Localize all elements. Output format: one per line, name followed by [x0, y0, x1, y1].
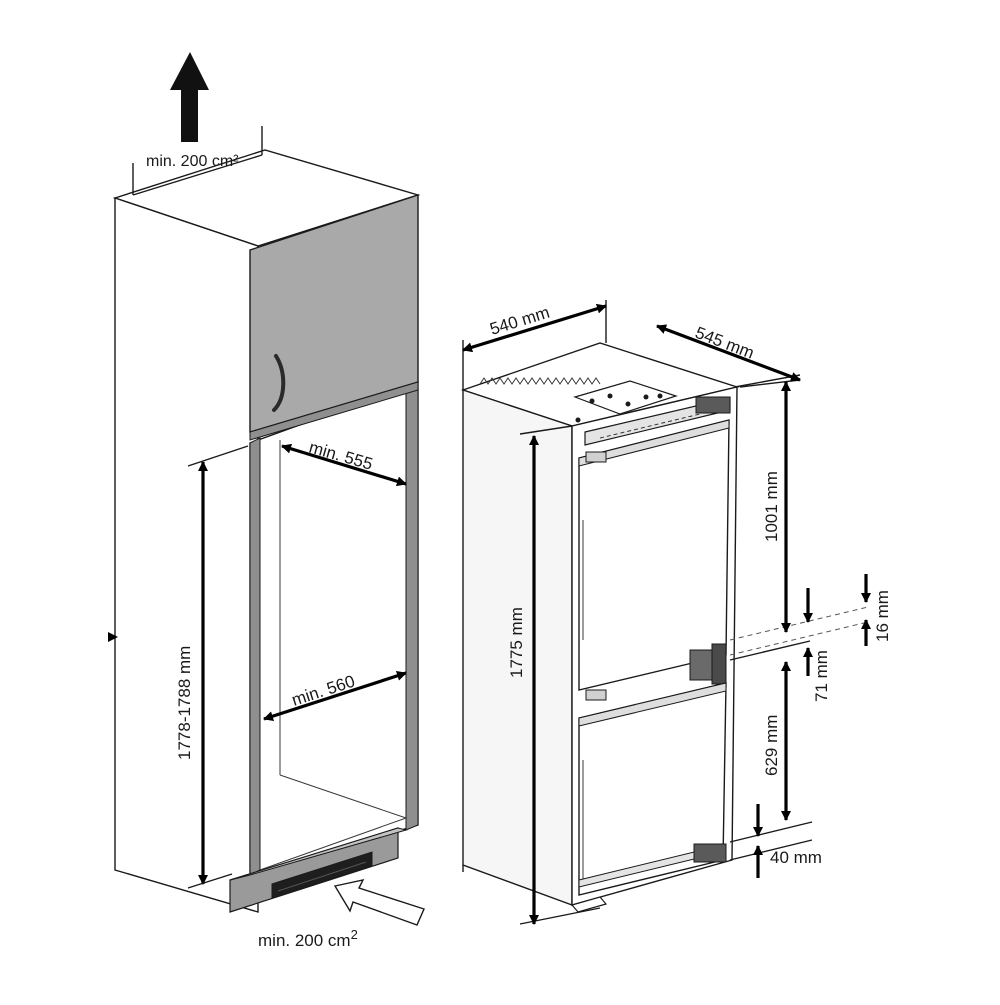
niche-height-ext-top — [187, 445, 249, 467]
top-mounting-plate — [573, 380, 678, 415]
ext-line-height-top — [519, 425, 573, 435]
top-hinge — [695, 396, 731, 414]
control-strip-detail — [599, 413, 701, 439]
ext-line-40-bottom — [729, 839, 813, 861]
bottom-hinge — [693, 843, 727, 863]
top-vent-fins — [479, 377, 601, 385]
niche-frame-left — [249, 437, 261, 876]
upper-door-bracket — [585, 451, 607, 463]
screw-hole — [607, 393, 613, 399]
gap-16-label: 16 mm — [873, 590, 892, 642]
vent-bottom-text: min. 200 cm — [258, 931, 351, 950]
niche-width-bottom-dimension — [263, 671, 407, 721]
door-handle — [272, 354, 286, 412]
niche-floor-front — [259, 817, 407, 871]
lower-door-label: 629 mm — [762, 715, 781, 776]
plinth-vent-grille — [271, 851, 373, 899]
middle-hinge-pin — [711, 643, 727, 685]
lower-door-top-rail — [578, 682, 727, 727]
appliance-base — [570, 896, 608, 913]
lower-door-bracket — [585, 689, 607, 701]
appliance-depth-dimension — [656, 324, 801, 382]
ext-line-gap-upper — [729, 606, 869, 641]
niche-frame-right — [405, 381, 419, 831]
plinth-top — [229, 827, 408, 881]
niche-height-ext-bottom — [187, 873, 233, 889]
appliance-depth-label: 545 mm — [693, 323, 757, 363]
ext-line-gap-lower — [729, 621, 869, 656]
appliance-width-dimension — [462, 303, 607, 353]
plinth-vent-slot — [277, 861, 367, 892]
screw-hole — [657, 393, 663, 399]
vent-top-ext-base — [132, 154, 263, 196]
airflow-inlet-arrow-icon — [333, 879, 425, 926]
gap-40-label: 40 mm — [770, 848, 822, 867]
screw-hole — [643, 394, 649, 400]
screw-hole — [625, 401, 631, 407]
vent-bottom-superscript: 2 — [351, 927, 358, 942]
airflow-up-arrow-icon — [170, 52, 209, 142]
ext-line-40-top — [729, 821, 813, 843]
screw-hole — [575, 417, 581, 423]
screw-hole — [589, 398, 595, 404]
ext-line-height-bottom — [519, 907, 601, 925]
wall-cabinet-bottom — [249, 381, 419, 441]
upper-door-label: 1001 mm — [762, 471, 781, 542]
vent-top-label: min. 200 cm² — [146, 153, 239, 170]
niche-floor-edge — [279, 774, 407, 819]
niche-height-label: 1778-1788 mm — [175, 646, 194, 760]
cabinet — [108, 52, 425, 926]
ext-line-71 — [729, 640, 811, 661]
niche-width-top-dimension — [281, 443, 407, 487]
appliance — [460, 300, 871, 925]
upper-door-top-rail — [578, 419, 730, 467]
vent-bottom-label: min. 200 cm2 — [258, 927, 358, 950]
cabinet-side-panel — [114, 197, 259, 913]
edge-marker-icon — [108, 632, 118, 642]
appliance-height-label: 1775 mm — [507, 607, 526, 678]
gap-71-label: 71 mm — [812, 650, 831, 702]
